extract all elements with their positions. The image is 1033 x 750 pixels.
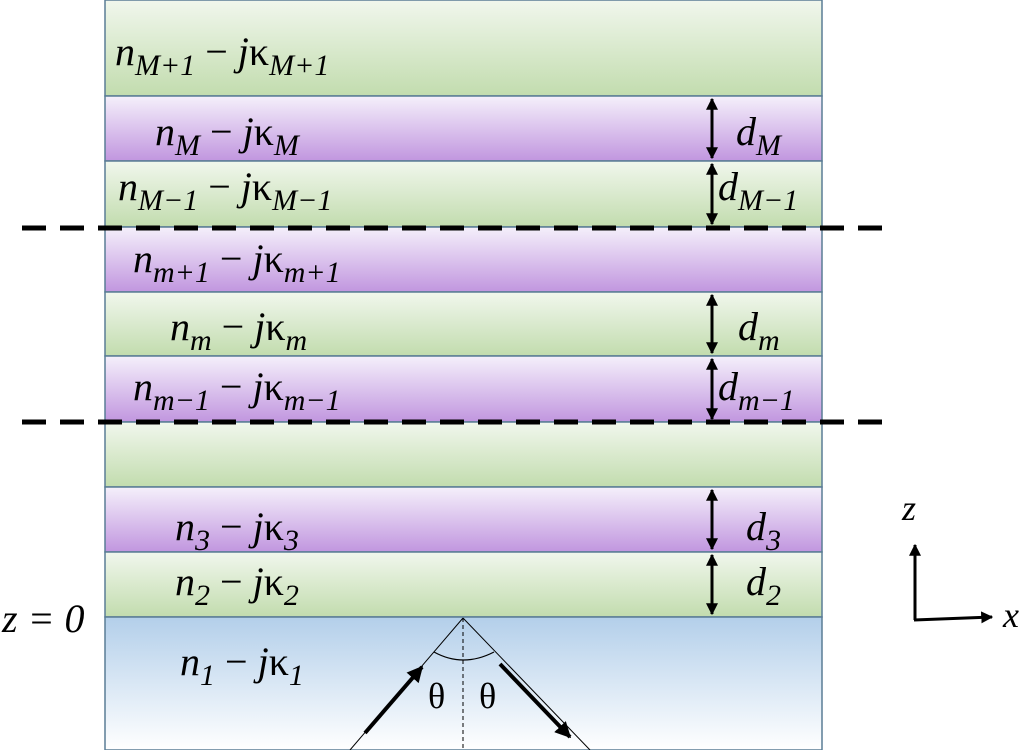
thickness-label: dM xyxy=(736,109,783,162)
thickness-label: d2 xyxy=(746,559,781,612)
layer-purple xyxy=(104,486,823,553)
reflected-arrow xyxy=(498,662,572,739)
layer-green xyxy=(104,421,823,488)
layer-purple xyxy=(104,355,823,423)
layer-purple xyxy=(104,95,823,162)
z-axis-label: z xyxy=(901,488,916,528)
refractive-index-label: n2 − jκ2 xyxy=(175,559,299,612)
section-break-lines xyxy=(22,225,888,425)
refractive-index-label: nM − jκM xyxy=(155,109,301,162)
layer-purple xyxy=(104,226,823,293)
refractive-index-label: nm − jκm xyxy=(170,304,307,357)
origin-label: z = 0 xyxy=(1,596,85,641)
refractive-index-label: n3 − jκ3 xyxy=(175,504,299,557)
refractive-index-label: nM+1 − jκM+1 xyxy=(115,29,329,82)
angle-arc xyxy=(433,651,495,661)
x-axis-label: x xyxy=(1002,595,1019,635)
refractive-index-label: nM−1 − jκM−1 xyxy=(118,164,332,217)
refractive-index-label: nm+1 − jκm+1 xyxy=(133,236,341,289)
refractive-index-label: nm−1 − jκm−1 xyxy=(133,364,341,417)
layer-stack xyxy=(104,0,823,750)
refractive-index-label: n1 − jκ1 xyxy=(180,639,304,692)
thickness-label: dM−1 xyxy=(718,164,798,217)
thickness-label: dm−1 xyxy=(718,364,795,417)
layer-green xyxy=(104,0,823,97)
incident-arrow xyxy=(363,665,424,735)
theta-label: θ xyxy=(479,676,496,716)
thickness-label: dm xyxy=(738,304,780,357)
x-axis-arrow xyxy=(913,611,994,624)
layer-green xyxy=(104,291,823,357)
theta-label: θ xyxy=(428,676,445,716)
coordinate-axes: zx xyxy=(901,488,1019,635)
thickness-label: d3 xyxy=(746,504,781,557)
layer-green xyxy=(104,551,823,618)
